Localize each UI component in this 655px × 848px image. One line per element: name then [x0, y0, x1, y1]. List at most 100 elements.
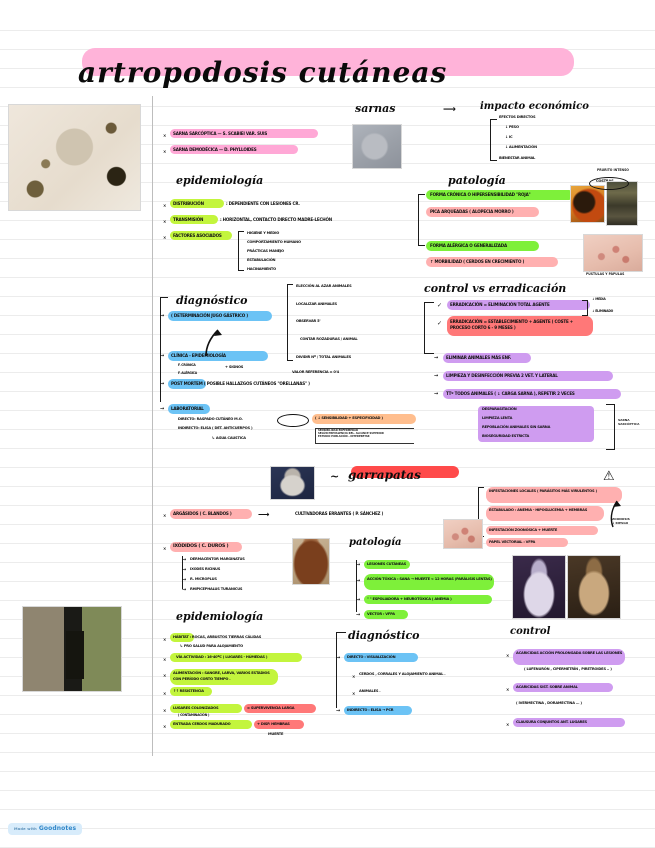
- epi-item-1-label: TRANSMISIÓN: [173, 217, 204, 222]
- protocol-2: OBSERVAR 5': [296, 319, 321, 323]
- control-box-0: DESPARASITACIÓN: [482, 407, 517, 411]
- diag-subtitle: ( DETERMINACIÓN JUGO GÁSTRICO ): [171, 313, 248, 318]
- sarna-mite-photo: [352, 124, 402, 169]
- control-garra-2-highlight: [513, 683, 613, 692]
- impacto-item-2: ↓ IC: [505, 135, 513, 139]
- epi-item-2-label: FACTORES ASOCIADOS: [173, 233, 222, 238]
- protocol-bracket: [287, 284, 293, 361]
- patologia-sarnas-heading: patología: [448, 172, 506, 187]
- bullet-marker: ×: [163, 235, 167, 240]
- epi-g-5-highlight: [170, 704, 242, 713]
- garrapata-photo-top: [270, 466, 315, 500]
- diagnostico-sarnas-heading: diagnóstico: [176, 292, 248, 307]
- control-check-1: ERRADICACIÓN = ESTABLECIMIENTO + AGENTE …: [450, 319, 574, 331]
- control-check-1-highlight: [447, 316, 593, 336]
- control-check-0: ERRADICACIÓN = ELIMINACIÓN TOTAL AGENTE: [450, 302, 550, 307]
- diag-item-0: CLÍNICA - EPIDEMIOLOGÍA: [171, 353, 226, 358]
- epi-item-1-highlight: [170, 215, 218, 224]
- control-garra-4-highlight: [513, 718, 625, 727]
- warn-item-3-highlight: [486, 538, 568, 547]
- diag-lab-2: ↳ AGUA CAUSTICA: [212, 436, 246, 440]
- diag-sarnas-text: diagnóstico: [176, 294, 248, 307]
- pat-garra-0-highlight: [364, 560, 410, 569]
- ixodidos-arrow-0: →: [182, 557, 187, 563]
- impacto-economico-heading: impacto económico: [480, 99, 589, 112]
- diag-arrow-2: →: [160, 353, 165, 359]
- ixodido-species-1: IXODES RICINUS: [190, 567, 221, 571]
- control-erradicacion-heading: control vs erradicación: [424, 280, 566, 295]
- control-purple-1-highlight: [443, 371, 613, 381]
- diag-footnote-text: SENSIBILIDAD ENFERMEDAD SEGÚN PREVALENCI…: [318, 429, 384, 439]
- costras-oval: [589, 177, 629, 190]
- epi-g-0: HÁBITAT : ROCAS, ARBUSTOS TIERRAS CÁLIDA…: [173, 635, 262, 639]
- control-purple-1: LIMPIEZA Y DESINFECCIÓN PREVIA 2 VET. Y …: [446, 373, 558, 378]
- pat-garra-1-highlight: [364, 574, 494, 590]
- bullet-marker: ×: [163, 133, 167, 138]
- diag-garra-bracket: [336, 632, 337, 708]
- epi-g-2: VÍA ACTIVIDAD : 16-40ºC ( LUGARES - HÚME…: [176, 655, 268, 659]
- diag-item-1-highlight: [168, 379, 206, 389]
- control-box-1: LIMPIEZA LENTA: [482, 416, 513, 420]
- warn-item-1: ESTABULADO : ANEMIA - HIPOGLUCEMIA + HEM…: [489, 508, 588, 512]
- epi-item-0-label: DISTRIBUCIÓN: [173, 201, 204, 206]
- pat-item-1-highlight: [426, 207, 539, 217]
- control-garra-3: ( IVERMECTINA , DORAMECTINA ... ): [516, 701, 582, 705]
- diag-garra-2: ANIMALES .: [359, 689, 381, 693]
- pat-sarnas-text: patología: [448, 174, 506, 187]
- bullet-marker: ×: [163, 691, 167, 696]
- sarnas-arrow: ⟶: [443, 105, 456, 115]
- diag-clinica-sub-2: + SIGNOS: [225, 365, 244, 369]
- page-title: artropodosis cutáneas: [78, 48, 578, 90]
- argasidos-label: ARGÁSIDOS ( C. BLANDOS ): [173, 511, 232, 516]
- epi-g-3: ALIMENTACIÓN : SANGRE, LARVA, VARIOS EST…: [173, 671, 270, 681]
- pat-item-0-highlight: [426, 190, 574, 200]
- pat-garra-arrow-0: →: [356, 562, 361, 568]
- warn-item-1-highlight: [486, 506, 604, 521]
- diag-stem-0: [160, 297, 168, 298]
- warn-item-2: INFESTACIÓN ZOONÓSICA + MUERTE: [489, 528, 558, 532]
- diag-subtitle-highlight: [168, 311, 272, 321]
- diag-garra-3: INDIRECTO : ELISA → PCR: [347, 708, 394, 712]
- check-icon: ✓: [437, 302, 443, 309]
- patologia-stem-1: [418, 194, 425, 195]
- control-tag-1: ↓ ELIMINADO: [592, 309, 614, 313]
- bullet-marker: ×: [163, 637, 167, 642]
- control-garra-0-highlight: [513, 649, 625, 665]
- watermark-brand: Goodnotes: [38, 825, 77, 832]
- pat-item-1: PICA ARQUEADAS ( ALOPECIA MORRO ): [430, 209, 514, 214]
- epi-garra-text: epidemiología: [176, 610, 264, 623]
- control-garra-0: ACARICIDAS ACCIÓN PROLONGADA SOBRE LAS L…: [516, 651, 623, 655]
- factor-4: HACINAMIENTO: [247, 267, 277, 271]
- control-garra-2: ACARICIDAS SIST. SOBRE ANIMAL: [516, 685, 578, 689]
- diag-item-0-highlight: [168, 351, 268, 361]
- diag-garra-text: diagnóstico: [348, 629, 420, 642]
- warn-stem-top: [478, 487, 484, 488]
- epi-g-0-highlight: [170, 633, 194, 642]
- impacto-item-4: BIENESTAR ANIMAL: [499, 156, 536, 160]
- control-tags-bracket: [582, 300, 588, 316]
- curved-arrow-icon: [205, 329, 222, 357]
- diag-arrow-1: →: [160, 313, 165, 319]
- goodnotes-watermark: Made with Goodnotes: [8, 823, 83, 835]
- warn-side-label: ZOONOSIS ↓ RIESGO: [612, 517, 630, 525]
- warn-item-3: PAPEL VECTORIAL : VFPA: [489, 540, 536, 544]
- control-box-3: BIOSEGURIDAD ESTRICTA: [482, 434, 530, 438]
- control-purple-stem-bottom: [424, 353, 434, 354]
- factores-bracket: [238, 231, 244, 271]
- epi-g-4: ↑↑ RESISTENCIA: [173, 689, 204, 693]
- garrapatas-tilde: ~: [330, 470, 340, 483]
- protocol-0: ELECCIÓN AL AZAR ANIMALES: [296, 284, 352, 288]
- pat-garra-arrow-2: →: [356, 597, 361, 603]
- skin-lesion-photo-1: [570, 185, 605, 223]
- diag-garra-1: CERDOS , CORRALES Y ALOJAMIENTO ANIMAL .: [359, 672, 446, 676]
- garrapatas-heading-text: garrapatas: [348, 468, 421, 482]
- sarna-species-1: SARNA SARCÓPTICA — S. SCABIEI VAR. SUIS: [173, 131, 268, 136]
- protocol-reference: VALOR REFERENCIA = 0'4: [292, 370, 339, 374]
- argasidos-text: CULTIVADORAS ERRANTES ( P. SÁNCHEZ ): [295, 511, 384, 516]
- bullet-marker: ×: [163, 203, 167, 208]
- bullet-marker: ×: [352, 674, 356, 679]
- warn-item-0-highlight: [486, 487, 622, 503]
- epi-g-9-highlight: [254, 720, 304, 729]
- pat-item-3-highlight: [426, 257, 558, 267]
